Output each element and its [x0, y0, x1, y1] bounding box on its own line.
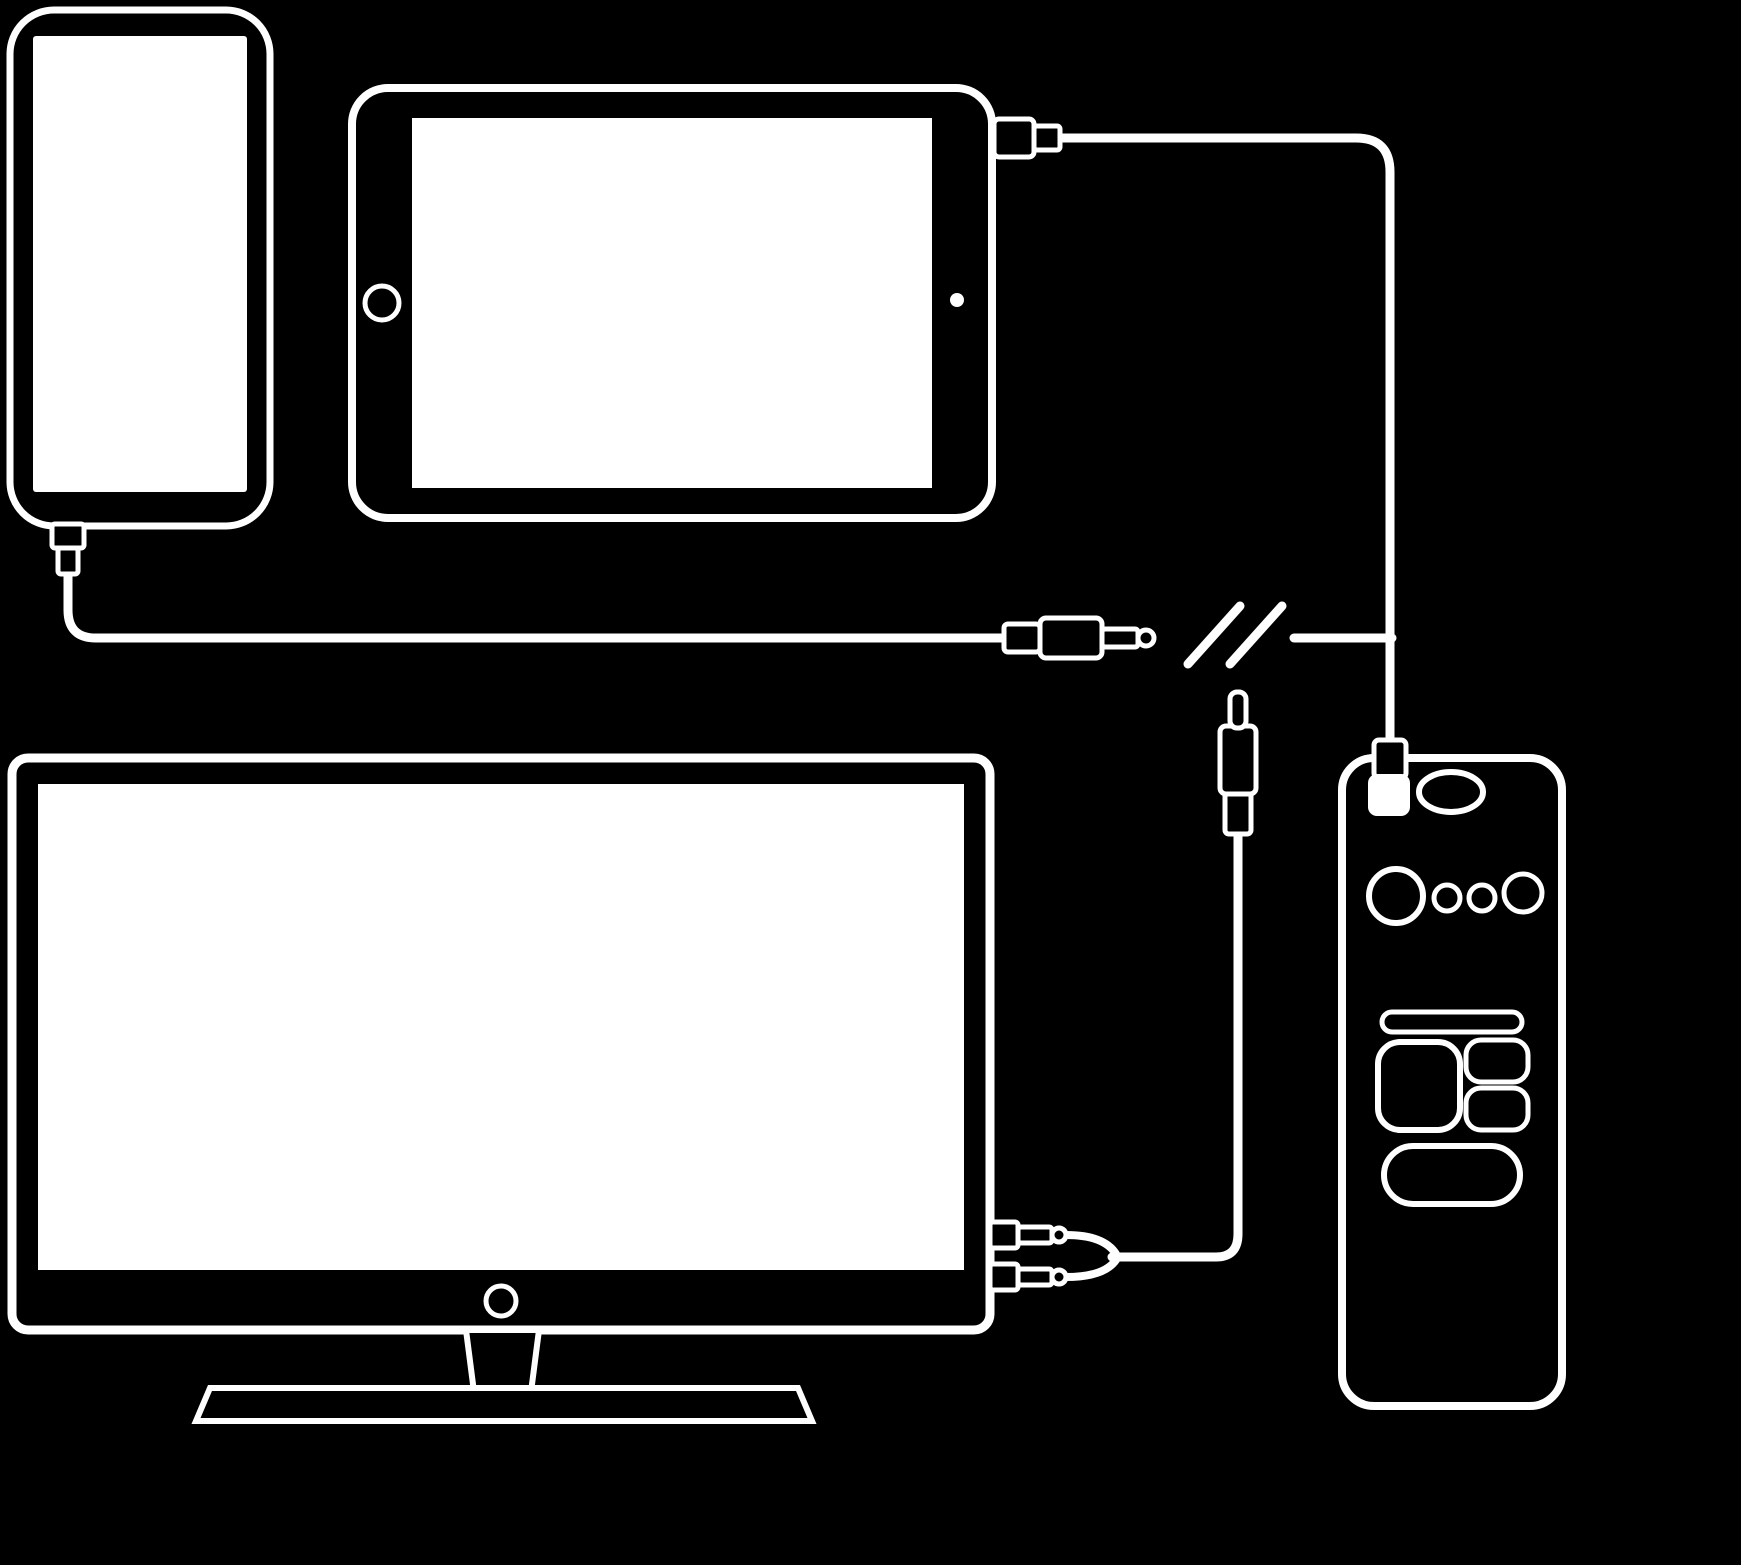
plug-shoulder — [1001, 621, 1043, 655]
plug-shoulder — [1222, 789, 1254, 837]
plug-segment — [987, 1219, 1021, 1251]
recorder-pad-left — [1375, 1039, 1463, 1133]
plug-tip-cap — [1135, 627, 1157, 649]
stereo-mini-plug-up — [1217, 689, 1259, 837]
tablet-camera-icon — [950, 293, 964, 307]
tv-output-plug-top — [987, 1219, 1069, 1251]
tablet-cable — [1053, 133, 1395, 755]
recorder-input-connection — [1368, 737, 1410, 816]
plug-segment — [55, 545, 81, 577]
tv-screen — [38, 784, 964, 1270]
recorder-key-right-top — [1463, 1037, 1531, 1085]
smartphone-bottom-plug — [49, 521, 87, 577]
recorder-button-medium — [1501, 871, 1545, 915]
tv-power-button-icon — [483, 1283, 519, 1319]
plug-barrel — [1217, 723, 1259, 797]
break-slash — [1183, 601, 1245, 669]
cable-break-marks — [1183, 601, 1287, 669]
tv-cable-lead-top — [1062, 1231, 1120, 1258]
tablet-home-button-icon — [362, 283, 402, 323]
tv-stand-neck — [462, 1327, 543, 1395]
plug-segment — [1015, 1224, 1055, 1246]
break-slash — [1225, 601, 1287, 669]
smartphone-cable — [63, 565, 1013, 643]
stereo-mini-plug-right — [1001, 615, 1157, 661]
plug-segment — [991, 116, 1037, 160]
tablet-side-plug — [991, 116, 1063, 160]
plug-tip-cap — [1049, 1225, 1069, 1245]
cables — [63, 133, 1397, 1281]
smartphone — [6, 6, 274, 530]
plug-segment — [49, 521, 87, 551]
tv-cable-main — [1107, 825, 1243, 1262]
plug-barrel — [1037, 615, 1105, 661]
recorder-input-jack — [1368, 774, 1410, 816]
recorder-button-small — [1466, 882, 1498, 914]
tv-cable-lead-bottom — [1062, 1256, 1120, 1281]
voice-recorder-remote — [1338, 754, 1566, 1410]
plug-segment — [987, 1261, 1021, 1293]
tv-output-plug-bottom — [987, 1261, 1069, 1293]
tablet-screen — [412, 118, 932, 488]
plug-segment — [1031, 123, 1063, 153]
plug-barrel — [1371, 737, 1409, 781]
tablet — [348, 84, 996, 522]
recorder-speaker-icon — [1416, 769, 1486, 815]
recorder-button-wide — [1381, 1143, 1523, 1207]
plug-tip — [1227, 689, 1249, 731]
recorder-button-large — [1366, 866, 1426, 926]
tv-output-plugs — [987, 1219, 1069, 1293]
plug-tip — [1099, 626, 1141, 650]
recorder-display-bar — [1379, 1009, 1525, 1035]
recorder-key-right-bottom — [1463, 1085, 1531, 1133]
smartphone-screen — [33, 36, 247, 492]
plug-segment — [1015, 1266, 1055, 1288]
tv-stand-base — [191, 1385, 817, 1424]
plug-tip-cap — [1049, 1267, 1069, 1287]
recorder-button-small — [1431, 882, 1463, 914]
tv — [7, 753, 995, 1424]
